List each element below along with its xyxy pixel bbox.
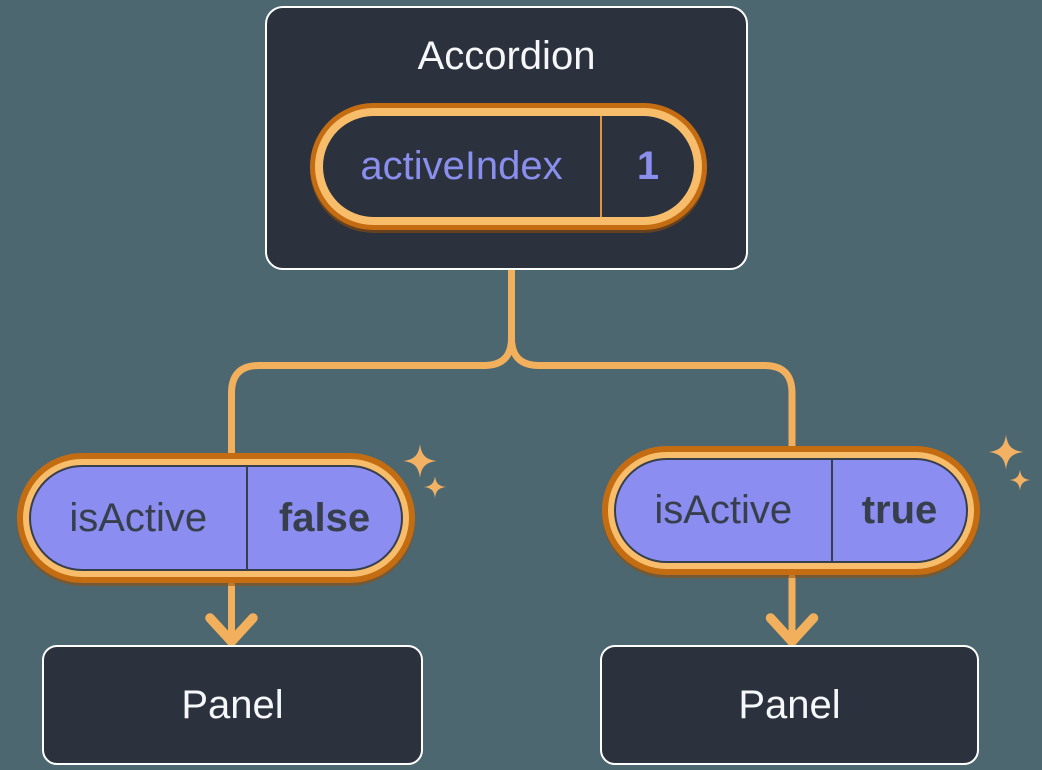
- sparkle-icon: [1009, 469, 1031, 491]
- panel-node-right: Panel: [600, 645, 979, 765]
- prop-label: isActive: [654, 488, 793, 532]
- connector-branch-right: [508, 265, 796, 454]
- prop-pill-body: isActive false: [29, 465, 403, 571]
- prop-pill-body: isActive true: [614, 458, 968, 563]
- prop-value: false: [278, 495, 371, 540]
- connector-branch-left: [228, 265, 515, 461]
- prop-label: isActive: [69, 495, 208, 540]
- prop-pill-is-active-false: isActive false: [17, 453, 415, 583]
- accordion-title: Accordion: [417, 34, 596, 78]
- prop-pill-is-active-true: isActive true: [602, 446, 980, 575]
- panel-node-left: Panel: [42, 645, 423, 765]
- arrow-down-icon: [765, 573, 819, 647]
- pill-divider: [830, 460, 833, 561]
- panel-title: Panel: [738, 682, 841, 727]
- prop-value: true: [861, 488, 938, 532]
- sparkle-icon: [988, 434, 1024, 470]
- arrow-down-icon: [205, 581, 258, 647]
- pill-divider: [600, 116, 602, 217]
- panel-title: Panel: [181, 682, 284, 727]
- state-label: activeIndex: [360, 144, 563, 188]
- sparkle-icon: [403, 444, 437, 478]
- state-pill-active-index: activeIndex 1: [310, 103, 707, 230]
- accordion-node: Accordion activeIndex 1: [265, 6, 748, 270]
- state-value: 1: [636, 144, 660, 188]
- pill-divider: [245, 467, 248, 569]
- state-pill-body: activeIndex 1: [323, 116, 694, 217]
- sparkle-icon: [424, 476, 446, 498]
